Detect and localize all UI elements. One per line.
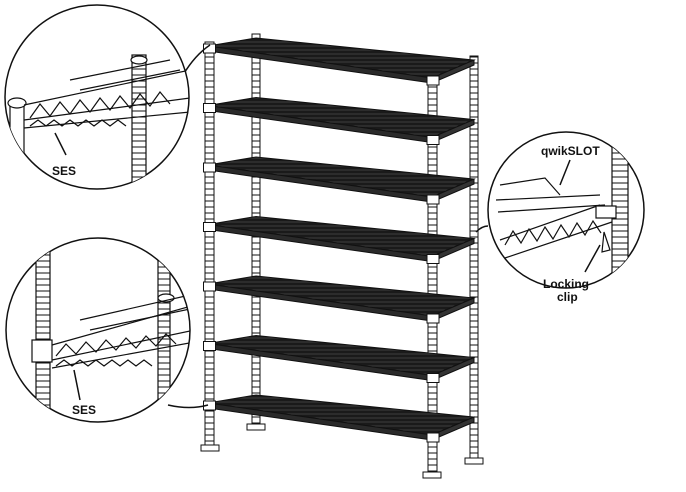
shelf-collar-5-2 [426,313,440,324]
inset-top-left: SES [4,4,190,190]
shelf-collar-1-1 [203,43,216,54]
shelf-1 [207,37,476,79]
leader-right [475,225,489,233]
shelf-collar-7-2 [426,432,440,443]
shelf-collar-5-1 [203,281,216,292]
shelf-collar-6-2 [426,373,440,383]
locking-clip-arrow [584,244,601,273]
ses-top-label: SES [52,164,76,178]
shelves-group [203,37,476,443]
shelf-collar-6-1 [203,341,216,351]
shelving-unit [200,33,484,479]
foot-front-right [422,471,442,479]
back-right-post [469,55,479,461]
leader-bottom-left [167,404,209,409]
foot-front-left [200,444,220,452]
inset-right: qwikSLOT Locking clip [487,131,645,304]
shelf-collar-1-2 [426,75,440,86]
qwikslot-label: qwikSLOT [541,144,600,158]
locking-clip-label-line1: Locking [543,277,589,291]
shelf-collar-2-2 [426,135,440,145]
inset-bottom-left: SES [5,237,191,423]
ses-bottom-label: SES [72,403,96,417]
shelf-collar-3-2 [426,194,440,205]
leveling-feet [200,423,484,479]
shelf-collar-4-2 [426,254,440,264]
foot-back-right [464,457,484,465]
foot-back-left [246,423,266,431]
locking-clip-label-line2: clip [557,290,578,304]
ses-bottom-arrow [73,369,81,401]
shelf-collar-4-1 [203,222,216,232]
shelf-collar-3-1 [203,162,216,173]
front-left-post [204,41,215,448]
ses-top-arrow [54,132,67,156]
shelf-collar-2-1 [203,103,216,113]
qwikslot-arrow [559,159,571,186]
